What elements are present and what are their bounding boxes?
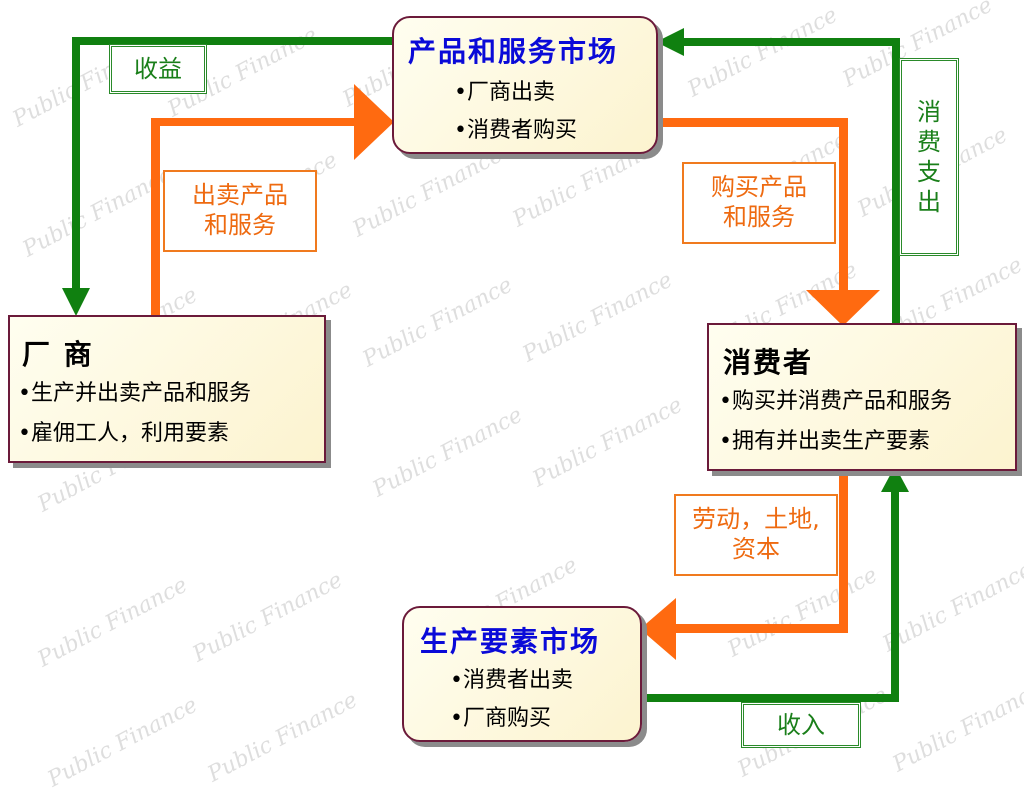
firms-title: 厂 商 bbox=[22, 338, 94, 371]
spending-flow-arrow bbox=[656, 28, 900, 323]
revenue-label: 收益 bbox=[109, 44, 207, 94]
firms-item: •雇佣工人，利用要素 bbox=[18, 421, 229, 446]
buy-goods-label-line: 购买产品 bbox=[711, 173, 807, 201]
factor-market-item: •厂商购买 bbox=[450, 706, 551, 731]
consumers-title: 消费者 bbox=[723, 346, 814, 379]
spending-label-char: 支 bbox=[917, 158, 941, 186]
spending-label: 消 费 支 出 bbox=[899, 58, 959, 256]
consumers-item: •购买并消费产品和服务 bbox=[719, 389, 952, 414]
revenue-flow-arrow bbox=[62, 37, 392, 316]
product-market-item: •消费者购买 bbox=[454, 118, 577, 143]
buy-goods-label-line: 和服务 bbox=[723, 203, 795, 231]
product-market-box: 产品和服务市场 •厂商出卖 •消费者购买 bbox=[392, 16, 658, 154]
buy-goods-label: 购买产品 和服务 bbox=[682, 162, 836, 244]
factors-label: 劳动，土地, 资本 bbox=[674, 494, 838, 576]
factor-flow-consumers-to-market-arrow bbox=[640, 468, 848, 660]
spending-label-char: 出 bbox=[917, 188, 941, 216]
consumers-box: 消费者 •购买并消费产品和服务 •拥有并出卖生产要素 bbox=[707, 323, 1017, 471]
consumers-item: •拥有并出卖生产要素 bbox=[719, 429, 930, 454]
income-flow-arrow bbox=[642, 466, 909, 702]
sell-goods-label-line: 和服务 bbox=[204, 211, 276, 239]
product-market-title: 产品和服务市场 bbox=[408, 35, 619, 68]
goods-flow-market-to-consumers-arrow bbox=[656, 118, 880, 326]
product-market-item: •厂商出卖 bbox=[454, 80, 555, 105]
factor-market-box: 生产要素市场 •消费者出卖 •厂商购买 bbox=[402, 606, 642, 742]
factors-label-line: 劳动，土地, bbox=[692, 505, 820, 533]
spending-label-char: 费 bbox=[917, 128, 941, 156]
factor-market-item: •消费者出卖 bbox=[450, 668, 573, 693]
goods-flow-firms-to-market-arrow bbox=[151, 84, 394, 318]
sell-goods-label: 出卖产品 和服务 bbox=[163, 170, 317, 252]
spending-label-char: 消 bbox=[917, 98, 941, 126]
income-label: 收入 bbox=[741, 702, 861, 748]
flow-arrows bbox=[62, 28, 909, 702]
factor-market-title: 生产要素市场 bbox=[420, 625, 601, 658]
firms-item: •生产并出卖产品和服务 bbox=[18, 381, 251, 406]
sell-goods-label-line: 出卖产品 bbox=[192, 181, 288, 209]
firms-box: 厂 商 •生产并出卖产品和服务 •雇佣工人，利用要素 bbox=[8, 315, 326, 463]
factors-label-line: 资本 bbox=[732, 535, 780, 563]
